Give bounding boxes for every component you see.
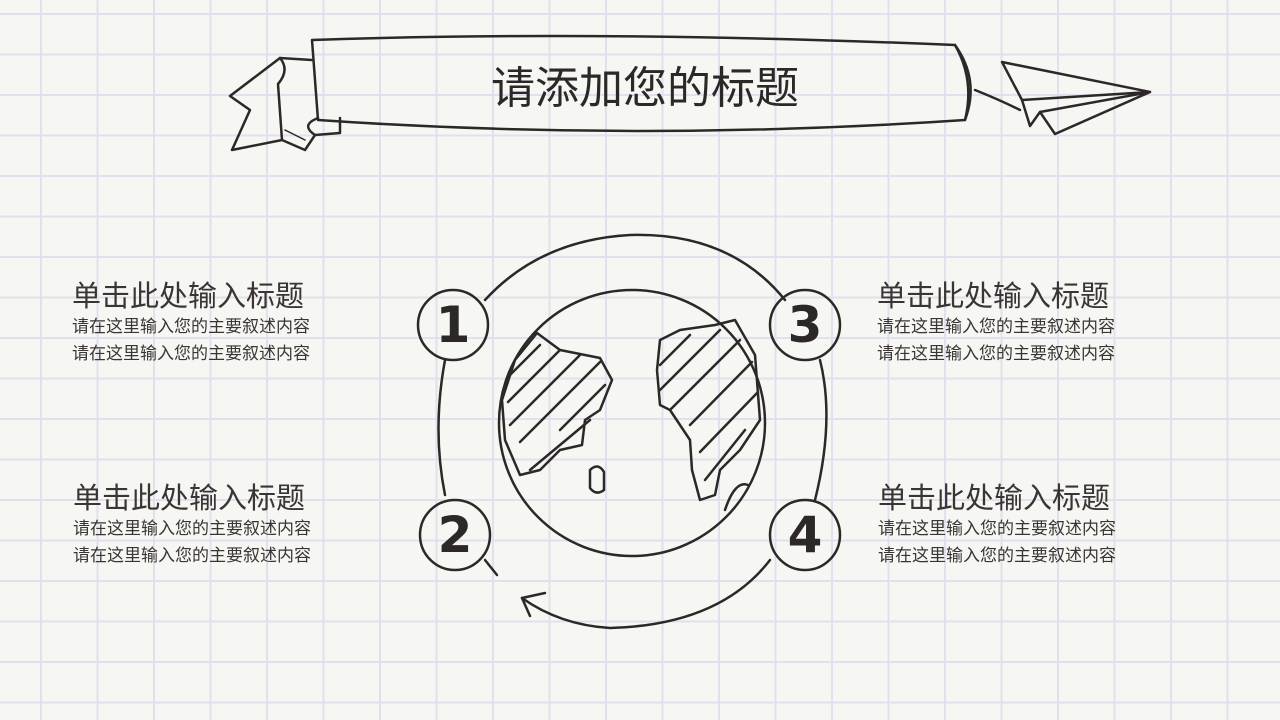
step-heading: 单击此处输入标题 — [878, 481, 1111, 515]
number-circles — [416, 288, 842, 572]
cycle-arrow-icon — [437, 233, 828, 630]
step-number-1: 1 — [435, 296, 471, 354]
paper-plane-icon — [973, 60, 1152, 136]
step-number-2: 2 — [437, 506, 473, 564]
step-description: 请在这里输入您的主要叙述内容 — [878, 519, 1116, 539]
slide-title[interactable]: 请添加您的标题 — [491, 63, 799, 114]
step-description: 请在这里输入您的主要叙述内容 — [72, 344, 310, 364]
step-4-textbox[interactable]: 单击此处输入标题 请在这里输入您的主要叙述内容 请在这里输入您的主要叙述内容 — [878, 480, 1116, 570]
step-description: 请在这里输入您的主要叙述内容 — [877, 344, 1115, 364]
step-description: 请在这里输入您的主要叙述内容 — [877, 317, 1115, 337]
step-heading: 单击此处输入标题 — [877, 279, 1110, 313]
step-description: 请在这里输入您的主要叙述内容 — [72, 317, 310, 337]
globe-icon — [497, 288, 767, 558]
ribbon-banner-icon — [228, 34, 972, 152]
step-2-textbox[interactable]: 单击此处输入标题 请在这里输入您的主要叙述内容 请在这里输入您的主要叙述内容 — [73, 480, 311, 570]
step-description: 请在这里输入您的主要叙述内容 — [73, 546, 311, 566]
step-3-textbox[interactable]: 单击此处输入标题 请在这里输入您的主要叙述内容 请在这里输入您的主要叙述内容 — [877, 278, 1115, 368]
step-description: 请在这里输入您的主要叙述内容 — [878, 546, 1116, 566]
step-1-textbox[interactable]: 单击此处输入标题 请在这里输入您的主要叙述内容 请在这里输入您的主要叙述内容 — [72, 278, 310, 368]
step-heading: 单击此处输入标题 — [72, 279, 305, 313]
step-heading: 单击此处输入标题 — [73, 481, 306, 515]
step-description: 请在这里输入您的主要叙述内容 — [73, 519, 311, 539]
step-number-3: 3 — [787, 296, 823, 354]
step-number-4: 4 — [787, 506, 823, 564]
